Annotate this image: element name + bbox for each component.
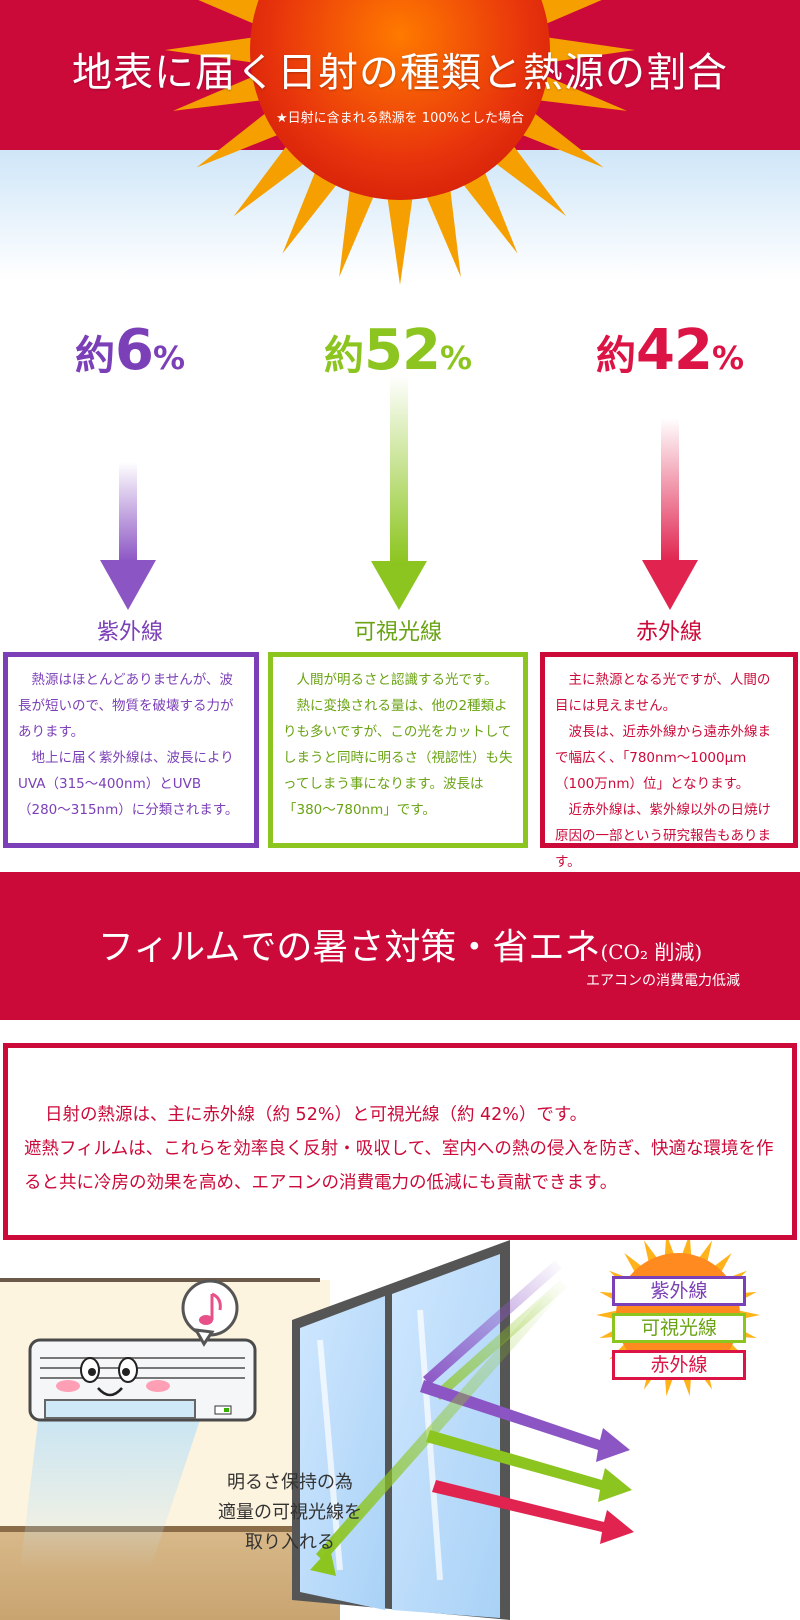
ratio-unit: % <box>439 339 472 377</box>
visible-paragraph: 熱に変換される量は、他の2種類よりも多いですが、この光をカットしてしまうと同時に… <box>283 698 513 818</box>
uv-description: 熱源はほとんどありませんが、波長が短いので、物質を破壊する力があります。 地上に… <box>3 652 259 848</box>
air-conditioner-icon <box>28 1338 257 1422</box>
uv-arrow-icon <box>100 462 156 610</box>
ratio-value: 6 <box>114 318 154 383</box>
visible-arrow-icon <box>371 375 427 610</box>
film-title-sub: (CO₂ 削減) <box>600 940 703 964</box>
ratio-unit: % <box>152 339 186 377</box>
visible-light-note: 明るさ保持の為 適量の可視光線を 取り入れる <box>190 1468 390 1558</box>
visible-ratio: 約52% <box>268 318 528 383</box>
legend-visible: 可視光線 <box>612 1313 746 1343</box>
ratio-prefix: 約 <box>324 333 364 379</box>
page-subtitle: ★日射に含まれる熱源を 100%とした場合 <box>276 111 524 126</box>
ray-arrows-icon <box>310 1260 634 1576</box>
uv-paragraph: 地上に届く紫外線は、波長によりUVA（315〜400nm）とUVB（280〜31… <box>18 750 239 818</box>
page-title: 地表に届く日射の種類と熱源の割合 <box>72 50 728 96</box>
legend-ir: 赤外線 <box>612 1350 746 1380</box>
music-note-icon <box>181 1279 239 1347</box>
visible-paragraph: 人間が明るさと認識する光です。 <box>296 672 498 688</box>
visible-description: 人間が明るさと認識する光です。 熱に変換される量は、他の2種類よりも多いですが、… <box>268 652 528 848</box>
ratio-prefix: 約 <box>596 333 636 379</box>
film-description-line: 日射の熱源は、主に赤外線（約 52%）と可視光線（約 42%）です。 <box>45 1105 588 1125</box>
uv-paragraph: 熱源はほとんどありませんが、波長が短いので、物質を破壊する力があります。 <box>18 672 234 740</box>
film-banner <box>0 872 800 1020</box>
ir-paragraph: 主に熱源となる光ですが、人間の目には見えません。 <box>555 672 771 714</box>
ratio-value: 42 <box>636 318 713 383</box>
ir-ratio: 約42% <box>540 318 800 383</box>
ir-paragraph: 波長は、近赤外線から遠赤外線まで幅広く、「780nm〜1000μm（100万nm… <box>555 724 771 792</box>
film-description: 日射の熱源は、主に赤外線（約 52%）と可視光線（約 42%）です。 遮熱フィル… <box>3 1043 797 1240</box>
ir-paragraph: 近赤外線は、紫外線以外の日焼け原因の一部という研究報告もあります。 <box>555 802 771 870</box>
sun-icon <box>165 0 635 285</box>
note-line: 明るさ保持の為 <box>227 1472 353 1493</box>
film-title: フィルムでの暑さ対策・省エネ(CO₂ 削減) <box>0 918 800 970</box>
ratio-value: 52 <box>364 318 441 383</box>
uv-ratio: 約6% <box>0 318 260 383</box>
film-subtitle: エアコンの消費電力低減 <box>586 973 740 989</box>
note-line: 取り入れる <box>245 1532 335 1553</box>
ir-description: 主に熱源となる光ですが、人間の目には見えません。 波長は、近赤外線から遠赤外線ま… <box>540 652 798 870</box>
ir-label: 赤外線 <box>635 620 702 645</box>
note-line: 適量の可視光線を <box>218 1502 362 1523</box>
visible-label: 可視光線 <box>353 620 442 645</box>
legend-uv: 紫外線 <box>612 1276 746 1306</box>
uv-label: 紫外線 <box>96 620 163 645</box>
film-title-main: フィルムでの暑さ対策・省エネ <box>97 927 601 968</box>
ratio-unit: % <box>711 339 744 377</box>
ratio-prefix: 約 <box>74 333 115 379</box>
film-illustration <box>0 1240 760 1620</box>
ir-arrow-icon <box>642 418 698 610</box>
film-description-line: 遮熱フィルムは、これらを効率良く反射・吸収して、室内への熱の侵入を防ぎ、快適な環… <box>24 1139 774 1193</box>
